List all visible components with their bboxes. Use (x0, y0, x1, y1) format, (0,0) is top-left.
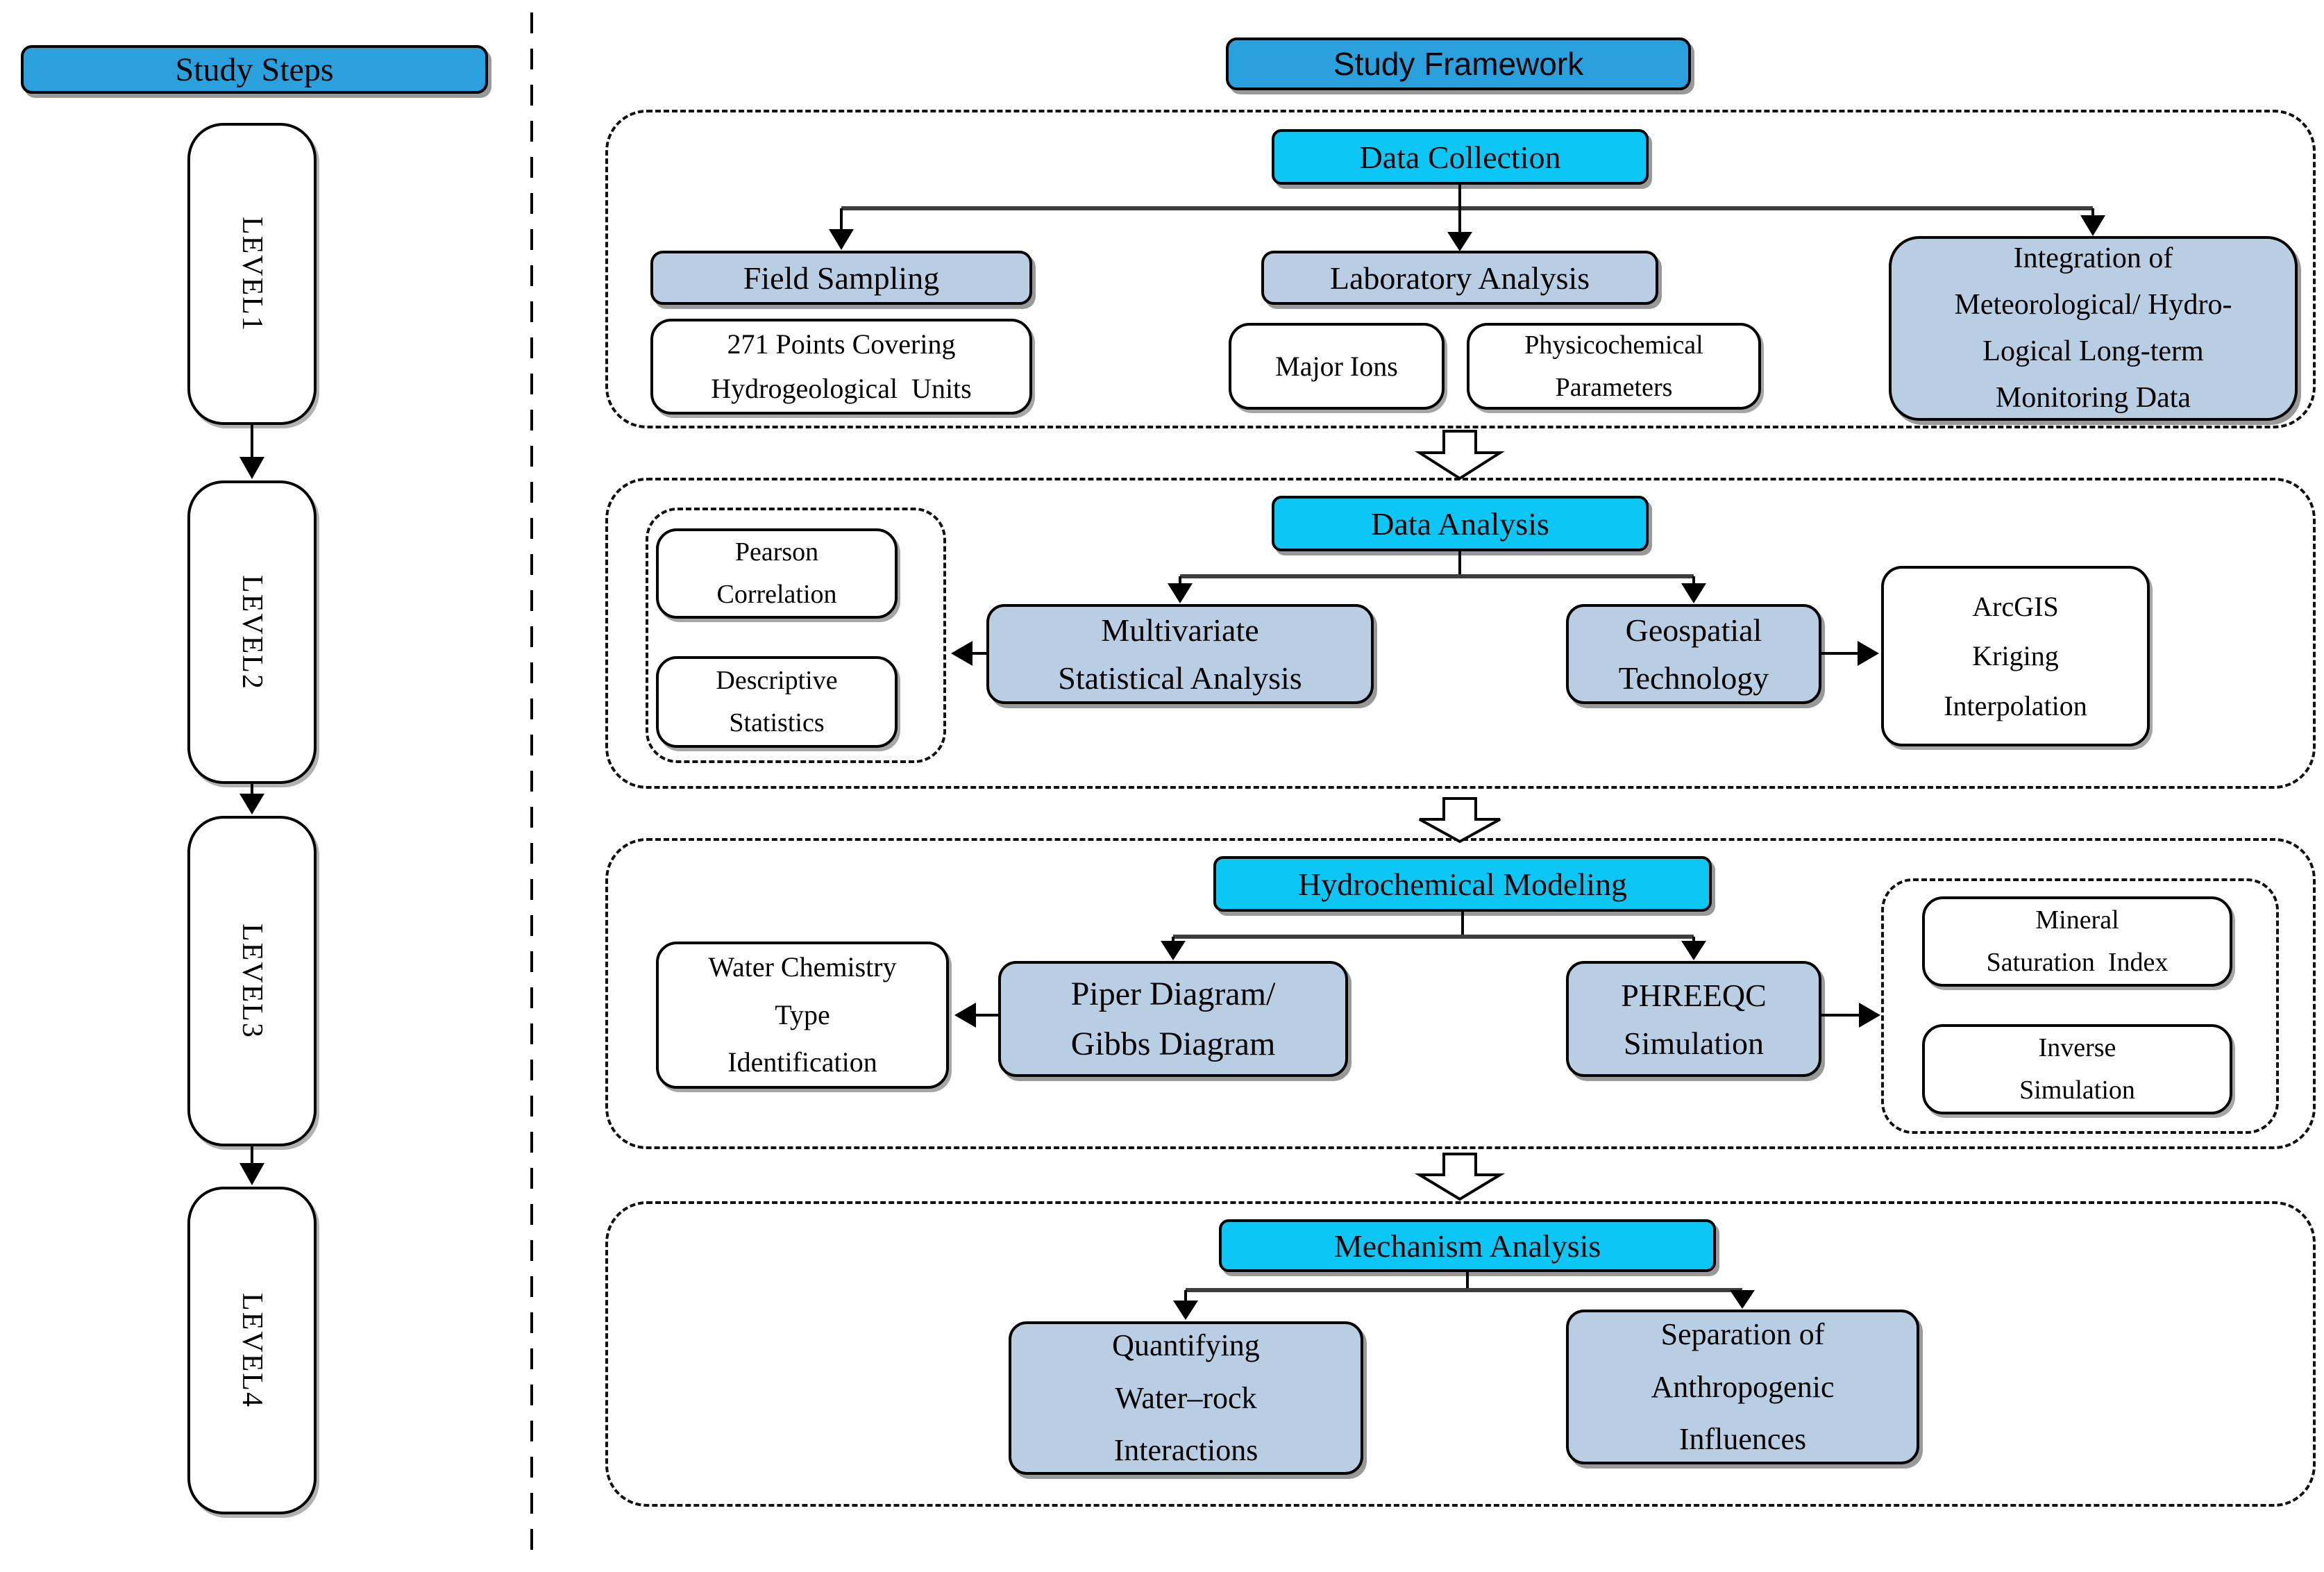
pearson-correlation-box: Pearson Correlation (656, 528, 898, 619)
data-collection-title-box: Data Collection (1272, 129, 1649, 185)
field-sampling-label: Field Sampling (743, 260, 940, 296)
data-collection-branch-arrows (829, 183, 2105, 251)
hydrochemical-modeling-title: Hydrochemical Modeling (1298, 866, 1627, 902)
section-flow-chevron-icon (1415, 430, 1505, 480)
mechanism-analysis-container (605, 1201, 2316, 1507)
level-4-label: LEVEL4 (236, 1293, 268, 1408)
level-4-box: LEVEL4 (187, 1187, 317, 1514)
phreeqc-simulation-box: PHREEQC Simulation (1566, 961, 1821, 1077)
section-flow-chevron-icon (1419, 797, 1501, 844)
piper-gibbs-label: Piper Diagram/ Gibbs Diagram (1070, 975, 1276, 1062)
points-covering-label: 271 Points Covering Hydrogeological Unit… (711, 328, 972, 404)
simulation-outputs-container (1881, 878, 2279, 1134)
physicochemical-label: Physicochemical Parameters (1524, 330, 1703, 402)
study-steps-title: Study Steps (175, 51, 334, 88)
points-covering-box: 271 Points Covering Hydrogeological Unit… (650, 319, 1032, 415)
data-analysis-title: Data Analysis (1371, 505, 1549, 542)
quantifying-interactions-box: Quantifying Water–rock Interactions (1009, 1321, 1363, 1475)
integration-monitoring-box: Integration of Meteorological/ Hydro- Lo… (1889, 236, 2298, 421)
laboratory-analysis-label: Laboratory Analysis (1329, 260, 1590, 296)
level-3-box: LEVEL3 (187, 816, 317, 1146)
data-analysis-title-box: Data Analysis (1272, 496, 1649, 551)
phreeqc-simulation-label: PHREEQC Simulation (1621, 977, 1767, 1061)
mineral-saturation-label: Mineral Saturation Index (1986, 905, 2169, 977)
pearson-correlation-label: Pearson Correlation (716, 537, 837, 609)
hydrochemical-modeling-title-box: Hydrochemical Modeling (1213, 856, 1712, 912)
water-chemistry-label: Water Chemistry Type Identification (708, 951, 897, 1078)
integration-monitoring-label: Integration of Meteorological/ Hydro- Lo… (1954, 242, 2232, 415)
separation-influences-box: Separation of Anthropogenic Influences (1566, 1310, 1919, 1464)
descriptive-statistics-box: Descriptive Statistics (656, 656, 898, 748)
level-flow-arrow-icon (239, 425, 264, 1185)
level-1-box: LEVEL1 (187, 123, 317, 425)
geospatial-technology-box: Geospatial Technology (1566, 604, 1821, 704)
inverse-simulation-box: Inverse Simulation (1922, 1024, 2232, 1114)
arcgis-kriging-box: ArcGIS Kriging Interpolation (1881, 566, 2150, 746)
multivariate-analysis-box: Multivariate Statistical Analysis (986, 604, 1374, 704)
study-framework-header: Study Framework (1226, 37, 1691, 90)
mineral-saturation-box: Mineral Saturation Index (1922, 896, 2232, 987)
mechanism-branch-arrows (1173, 1271, 1755, 1320)
section-flow-chevron-icon (1414, 1153, 1506, 1201)
arcgis-kriging-label: ArcGIS Kriging Interpolation (1944, 591, 2087, 721)
hydrochemical-branch-arrows (954, 910, 1880, 1028)
laboratory-analysis-box: Laboratory Analysis (1261, 251, 1658, 305)
data-collection-title: Data Collection (1359, 139, 1561, 175)
level-2-label: LEVEL2 (236, 574, 268, 690)
field-sampling-box: Field Sampling (650, 251, 1032, 305)
study-steps-header: Study Steps (21, 45, 488, 94)
level-3-label: LEVEL3 (236, 923, 268, 1039)
geospatial-technology-label: Geospatial Technology (1618, 612, 1769, 696)
quantifying-interactions-label: Quantifying Water–rock Interactions (1112, 1328, 1260, 1468)
study-framework-title: Study Framework (1333, 46, 1584, 82)
statistics-group-container (646, 508, 946, 763)
data-collection-container (605, 110, 2316, 428)
level-2-box: LEVEL2 (187, 480, 317, 784)
major-ions-label: Major Ions (1275, 350, 1398, 382)
descriptive-statistics-label: Descriptive Statistics (716, 666, 838, 737)
water-chemistry-box: Water Chemistry Type Identification (656, 942, 949, 1089)
level-1-label: LEVEL1 (236, 216, 268, 332)
multivariate-analysis-label: Multivariate Statistical Analysis (1058, 612, 1302, 696)
separation-influences-label: Separation of Anthropogenic Influences (1651, 1317, 1835, 1457)
mechanism-analysis-title-box: Mechanism Analysis (1219, 1219, 1716, 1272)
major-ions-box: Major Ions (1229, 323, 1445, 410)
data-analysis-branch-arrows (951, 550, 1879, 666)
mechanism-analysis-title: Mechanism Analysis (1333, 1228, 1601, 1264)
inverse-simulation-label: Inverse Simulation (2019, 1033, 2135, 1105)
piper-gibbs-box: Piper Diagram/ Gibbs Diagram (998, 961, 1348, 1077)
physicochemical-box: Physicochemical Parameters (1467, 323, 1761, 410)
